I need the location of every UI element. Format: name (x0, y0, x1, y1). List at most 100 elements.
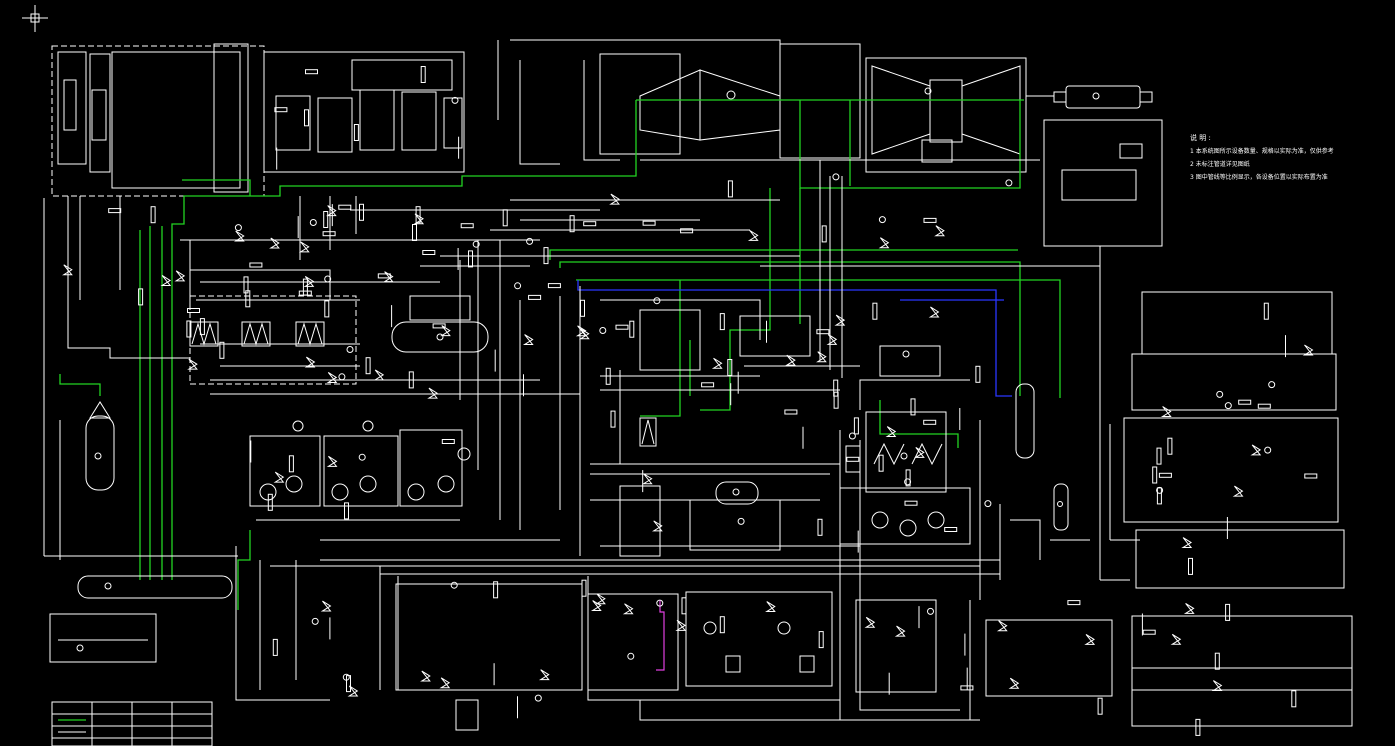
gate-valve-icon (595, 593, 606, 605)
valve-symbol (818, 631, 824, 649)
instrument-icon (653, 297, 661, 305)
valve-symbol (872, 302, 878, 320)
instrument-icon (848, 432, 856, 440)
valve-symbol (904, 500, 918, 506)
valve-symbol (1097, 697, 1103, 715)
gate-valve-icon (522, 334, 534, 346)
gate-valve-icon (747, 229, 759, 241)
gate-valve-icon (816, 351, 827, 363)
valve-symbol (108, 208, 122, 214)
valve-symbol (833, 379, 839, 397)
valve-symbol (719, 313, 725, 331)
valve-symbol (605, 367, 611, 385)
valve-symbol (1214, 652, 1220, 670)
valve-symbol (642, 220, 656, 226)
crosshair-icon (22, 5, 48, 32)
valve-symbol (324, 300, 330, 318)
valve-symbol (288, 455, 294, 473)
valve-symbol (1257, 403, 1271, 409)
gate-valve-icon (326, 372, 338, 383)
gate-valve-icon (575, 325, 587, 337)
valve-symbol (441, 439, 455, 444)
gate-valve-icon (420, 670, 431, 682)
instrument-icon (346, 346, 354, 353)
valve-symbol (305, 69, 318, 75)
instrument-icon (832, 173, 840, 181)
bottom-exchanger-array (395, 583, 1113, 731)
instrument-icon (1216, 390, 1224, 398)
gate-valve-icon (304, 356, 316, 368)
instrument-icon (472, 240, 480, 248)
instrument-icon (1005, 179, 1013, 187)
valve-symbol (610, 410, 616, 428)
valve-symbol (816, 329, 830, 335)
valve-symbol (680, 228, 694, 234)
valve-symbol (528, 294, 542, 300)
gate-valve-icon (382, 271, 394, 283)
gate-valve-icon (878, 237, 890, 249)
valve-symbol (150, 206, 156, 224)
valve-symbol (408, 371, 414, 389)
valve-symbol (377, 273, 391, 279)
valve-symbol (1067, 600, 1081, 606)
instrument-icon (311, 617, 319, 625)
instrument-icon (526, 237, 534, 245)
valve-symbol (422, 250, 436, 255)
gate-valve-icon (320, 600, 332, 612)
instrument-icon (984, 500, 992, 508)
center-equipment (619, 309, 811, 557)
valve-symbol (460, 223, 474, 229)
valve-symbol (821, 225, 827, 243)
notes-item-3: 3 图中管线等比例显示，各设备位置以实际布置为准 (1190, 174, 1328, 181)
gate-valve-icon (326, 455, 338, 467)
gate-valve-icon (1211, 680, 1223, 692)
valve-symbol (1238, 399, 1252, 405)
instrument-icon (927, 607, 934, 615)
valve-symbol (304, 109, 309, 127)
instrument-icon (627, 652, 635, 660)
instrument-icon (1264, 446, 1272, 454)
water-lines (577, 280, 1012, 397)
valve-symbol (905, 469, 911, 487)
valve-symbol (274, 107, 288, 113)
boiler-block (51, 43, 265, 197)
valve-symbol (547, 283, 561, 289)
valve-symbol (701, 382, 715, 388)
valve-symbol (1195, 718, 1201, 736)
gate-valve-icon (174, 270, 186, 282)
drawing-notes: 说 明 : 1 本系统图所示设备数量、规格以实际为准，仅供参考 2 未标注管道详… (1190, 132, 1360, 184)
gate-valve-icon (675, 619, 687, 631)
instrument-icon (1224, 402, 1232, 410)
valve-symbol (817, 518, 823, 536)
gate-valve-icon (1084, 633, 1096, 645)
valve-symbol (681, 597, 687, 615)
valve-symbol (727, 180, 733, 198)
gate-valve-icon (1181, 537, 1193, 549)
pump-group-left (249, 420, 471, 507)
valve-symbol (243, 276, 249, 294)
gate-valve-icon (538, 669, 550, 681)
valve-symbol (267, 493, 273, 511)
valve-symbol (298, 290, 312, 296)
gate-valve-icon (711, 357, 723, 369)
notes-item-2: 2 未标注管道详见图纸 (1190, 161, 1250, 168)
valve-symbol (346, 675, 351, 693)
gate-valve-icon (439, 677, 451, 689)
valve-symbol (359, 203, 364, 221)
valve-symbol (615, 324, 629, 330)
instrument-icon (324, 275, 332, 283)
instrument-icon (599, 327, 607, 334)
valve-symbol (944, 527, 958, 532)
valve-symbol (302, 278, 308, 296)
gate-valve-icon (934, 225, 945, 237)
valve-symbol (344, 502, 349, 520)
gate-valve-icon (233, 230, 245, 242)
gate-valve-icon (347, 685, 359, 697)
instrument-icon (1268, 381, 1276, 389)
instrument-icon (450, 581, 458, 589)
notes-title: 说 明 : (1190, 134, 1211, 142)
gate-valve-icon (590, 600, 602, 612)
gate-valve-icon (885, 426, 897, 438)
gate-valve-icon (914, 447, 925, 458)
